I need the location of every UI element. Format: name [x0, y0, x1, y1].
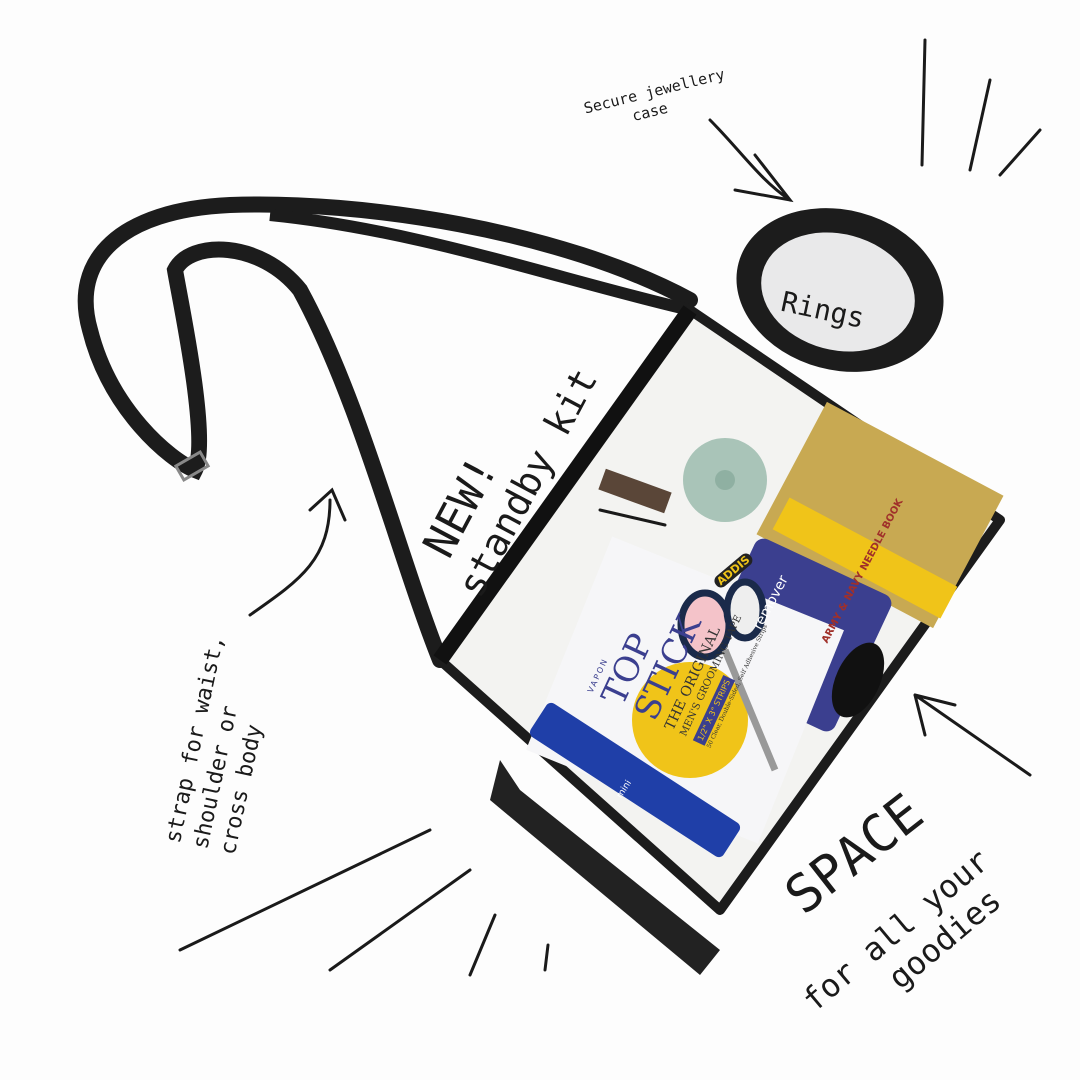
strap-tail — [490, 760, 720, 975]
strap — [77, 196, 698, 668]
arrow-case — [708, 118, 794, 203]
arrow-strap — [248, 487, 347, 617]
scissors — [677, 578, 779, 772]
needle-book — [756, 401, 1004, 629]
jewellery-case — [736, 208, 944, 372]
strap-buckle — [173, 450, 211, 482]
arrow-space — [913, 693, 1032, 777]
stain-pen — [529, 702, 741, 858]
